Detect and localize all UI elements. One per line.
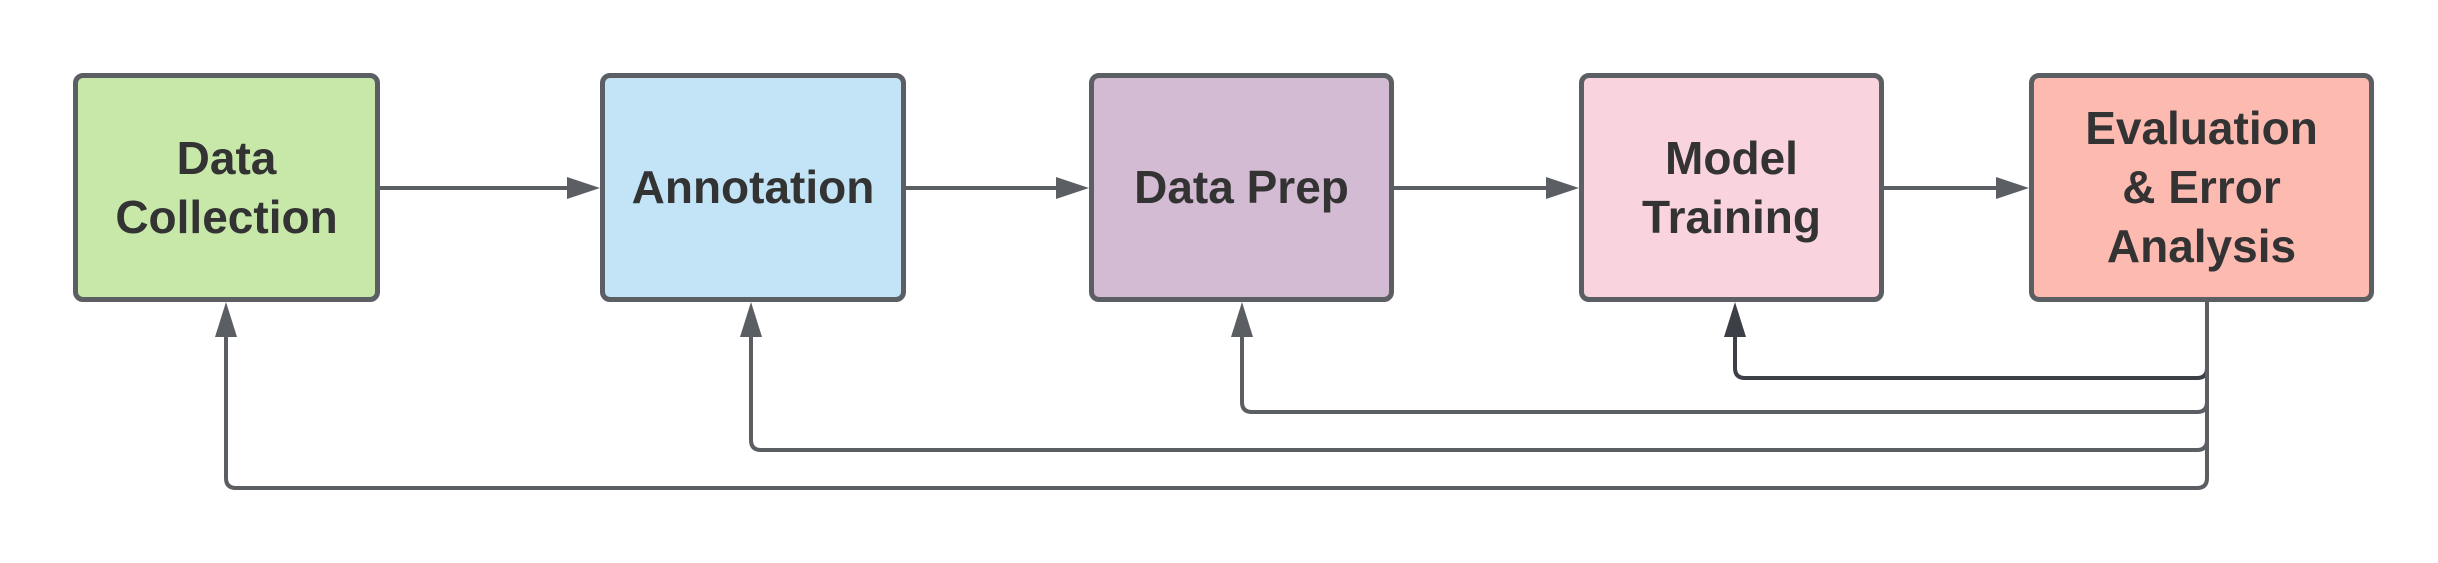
- node-model-training[interactable]: Model Training: [1579, 73, 1884, 302]
- arrowhead-model-training: [1546, 177, 1579, 199]
- edge-evaluation-to-data-collection: [224, 302, 2209, 490]
- node-label: Annotation: [631, 161, 875, 213]
- node-data-collection[interactable]: Data Collection: [73, 73, 380, 302]
- arrowhead-annotation: [567, 177, 600, 199]
- edge-evaluation-to-data-prep: [1240, 302, 2209, 414]
- node-label: Data Collection: [115, 131, 338, 243]
- node-label: Data Prep: [1134, 161, 1349, 213]
- node-evaluation[interactable]: Evaluation & Error Analysis: [2029, 73, 2374, 302]
- arrowhead-evaluation: [1996, 177, 2029, 199]
- arrowhead-feedback-data-collection: [215, 302, 237, 337]
- node-label: Evaluation & Error Analysis: [2085, 102, 2318, 272]
- arrowhead-feedback-annotation: [740, 302, 762, 337]
- edge-evaluation-to-model-training: [1733, 302, 2209, 380]
- node-annotation[interactable]: Annotation: [600, 73, 906, 302]
- node-data-prep[interactable]: Data Prep: [1089, 73, 1394, 302]
- arrowhead-data-prep: [1056, 177, 1089, 199]
- node-label: Model Training: [1642, 131, 1821, 243]
- arrowhead-feedback-model-training: [1724, 302, 1746, 337]
- arrowhead-feedback-data-prep: [1231, 302, 1253, 337]
